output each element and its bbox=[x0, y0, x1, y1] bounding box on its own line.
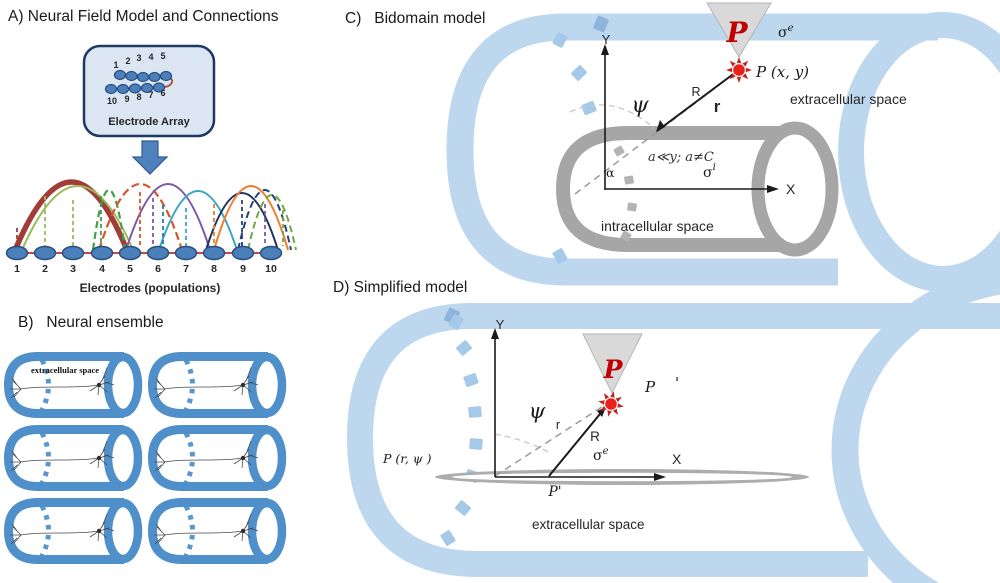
neural-cylinder bbox=[4, 425, 138, 491]
point-p-label-d: P bbox=[644, 378, 656, 396]
down-arrow-icon bbox=[131, 140, 169, 175]
y-axis-label-d: Y bbox=[496, 317, 505, 332]
y-axis-arrow-d bbox=[491, 328, 499, 339]
panel-b-title: B) Neural ensemble bbox=[18, 314, 164, 331]
electrodes-caption: Electrodes (populations) bbox=[80, 281, 221, 295]
sigma-e-label-c: σe bbox=[778, 23, 794, 41]
array-contacts bbox=[104, 69, 173, 95]
svg-text:9: 9 bbox=[124, 94, 129, 104]
R-line-c bbox=[656, 71, 737, 132]
approximation-note-c: a≪y; a≠C bbox=[648, 150, 714, 165]
point-prime-mark-d: ' bbox=[675, 374, 679, 392]
panel-c-gray-dashed-ring bbox=[613, 145, 637, 242]
psi-label-c: ψ bbox=[631, 93, 649, 118]
electrode-p-label-d: P bbox=[603, 355, 624, 384]
r-dashed-line-c bbox=[574, 72, 736, 195]
panel-c-title: C) Bidomain model bbox=[345, 10, 485, 27]
polar-point-label-d: P (r, ψ ) bbox=[382, 451, 432, 466]
alpha-label-c: α bbox=[606, 165, 615, 180]
R-label-d: R bbox=[590, 429, 600, 444]
r-label-c: r bbox=[714, 97, 721, 116]
panel-c-extracellular-cylinder bbox=[446, 12, 1000, 292]
R-label-c: R bbox=[691, 85, 700, 99]
intracellular-space-label-c: intracellular space bbox=[601, 218, 714, 234]
arc-drop-lines bbox=[16, 192, 284, 246]
electrode-tip-c bbox=[706, 2, 772, 58]
svg-text:3: 3 bbox=[136, 53, 141, 63]
R-line-d bbox=[548, 402, 610, 477]
svg-text:4: 4 bbox=[99, 263, 105, 275]
svg-text:7: 7 bbox=[148, 90, 153, 100]
x-axis-label-d: X bbox=[672, 451, 682, 467]
electrode-numbers: 1 2 3 4 5 6 7 8 9 10 bbox=[14, 263, 277, 275]
panel-d-dashed-ring bbox=[440, 307, 483, 546]
electrode-tip-d bbox=[582, 333, 643, 395]
neural-ensemble-grid: extracellular space bbox=[4, 352, 282, 564]
electrode-array-box: 1 2 3 4 5 10 9 8 7 6 Electrode Array bbox=[82, 44, 216, 138]
extracellular-space-label-c: extracellular space bbox=[790, 91, 907, 107]
svg-text:1: 1 bbox=[14, 263, 20, 275]
psi-angle-arc-d bbox=[494, 433, 551, 454]
connection-arcs bbox=[13, 179, 297, 251]
panel-d-title: D) Simplified model bbox=[333, 279, 467, 296]
svg-text:8: 8 bbox=[211, 263, 217, 275]
panel-d-geometry bbox=[491, 328, 666, 481]
psi-angle-arc-c bbox=[569, 104, 655, 129]
panel-d-extracellular-cylinder bbox=[346, 267, 1000, 583]
electrode-row: 1 2 3 4 5 6 7 8 9 10 bbox=[5, 245, 283, 275]
recording-point-marker-c bbox=[726, 57, 752, 83]
svg-text:7: 7 bbox=[183, 263, 189, 275]
svg-text:1: 1 bbox=[113, 60, 118, 70]
r-dashed-line-d bbox=[494, 402, 609, 477]
svg-text:8: 8 bbox=[136, 92, 141, 102]
electrode-p-label-c: P bbox=[725, 16, 748, 49]
neural-cylinder bbox=[4, 352, 138, 418]
svg-text:9: 9 bbox=[240, 263, 246, 275]
projection-point-label-d: P' bbox=[547, 484, 561, 500]
extracellular-space-label-d: extracellular space bbox=[532, 517, 645, 532]
y-axis-label-c: Y bbox=[602, 32, 611, 47]
panel-c-intracellular-cylinder bbox=[555, 121, 839, 257]
svg-text:3: 3 bbox=[70, 263, 76, 275]
extracellular-space-label-b: extracellular space bbox=[31, 365, 99, 375]
svg-text:6: 6 bbox=[155, 263, 161, 275]
neural-cylinder bbox=[4, 498, 138, 564]
svg-text:2: 2 bbox=[125, 56, 130, 66]
point-label-c: P (x, y) bbox=[755, 63, 809, 81]
neural-cylinder bbox=[148, 498, 282, 564]
svg-text:6: 6 bbox=[160, 88, 165, 98]
x-axis-arrow-d bbox=[654, 473, 666, 481]
sigma-i-label-c: σi bbox=[703, 162, 716, 181]
panel-a-title: A) Neural Field Model and Connections bbox=[8, 8, 279, 25]
svg-text:2: 2 bbox=[42, 263, 48, 275]
y-axis-arrow-c bbox=[601, 44, 609, 55]
x-axis-arrow-c bbox=[767, 185, 779, 193]
array-contact-numbers: 1 2 3 4 5 10 9 8 7 6 bbox=[107, 51, 166, 106]
svg-text:5: 5 bbox=[160, 51, 165, 61]
R-line-arrowhead-c bbox=[656, 120, 665, 132]
neural-cylinder bbox=[148, 352, 282, 418]
svg-text:10: 10 bbox=[107, 96, 117, 106]
r-label-d: r bbox=[556, 418, 560, 432]
x-axis-label-c: X bbox=[786, 181, 796, 197]
svg-text:10: 10 bbox=[265, 263, 277, 275]
psi-label-d: ψ bbox=[529, 399, 546, 423]
sigma-e-label-d: σe bbox=[593, 446, 609, 464]
svg-text:5: 5 bbox=[127, 263, 133, 275]
electrode-array-label: Electrode Array bbox=[108, 116, 190, 128]
panel-c-geometry bbox=[569, 2, 779, 195]
svg-text:4: 4 bbox=[148, 52, 153, 62]
neural-cylinder bbox=[148, 425, 282, 491]
